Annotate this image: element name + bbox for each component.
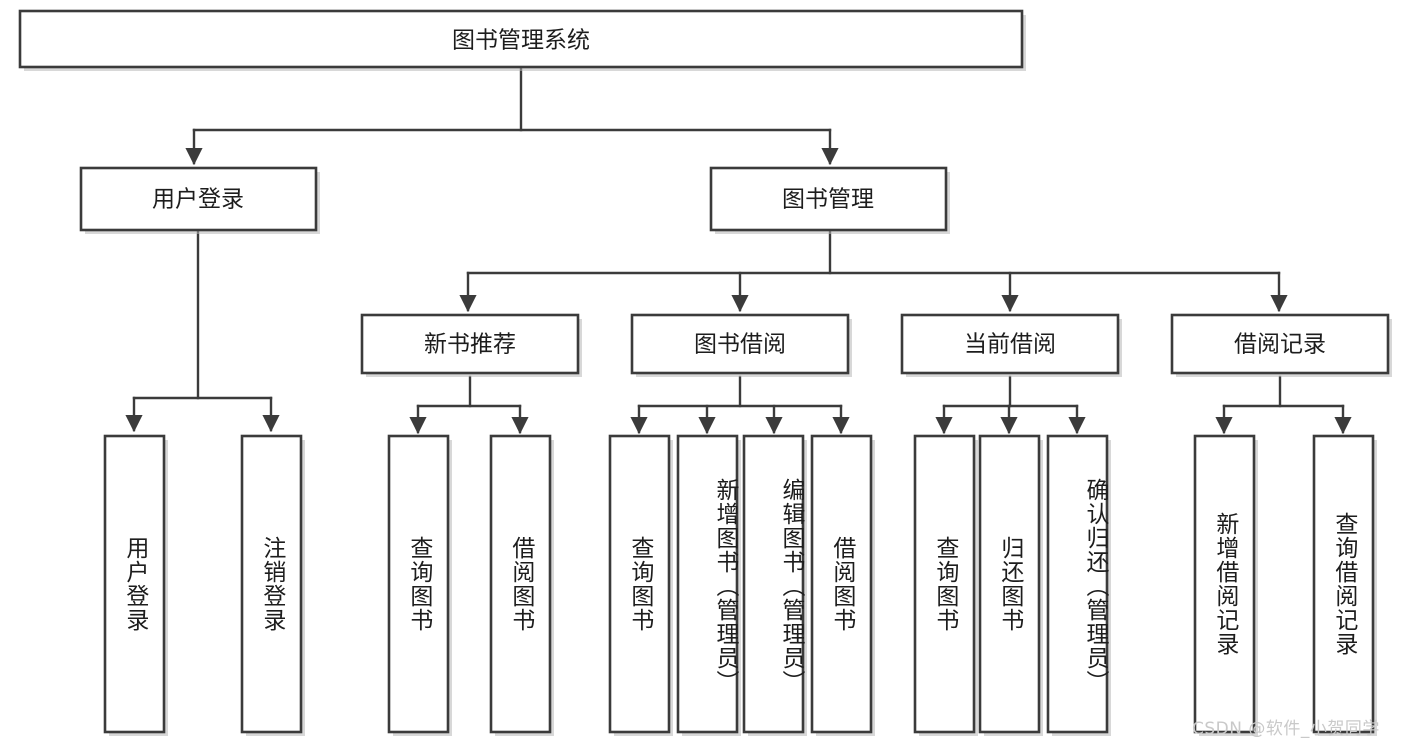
node-leaf-confirm-return[interactable]: [1046, 434, 1109, 734]
node-user-login-label: 用户登录: [152, 187, 244, 213]
node-root[interactable]: [18, 9, 1024, 69]
nodes-layer: 图书管理系统 用户登录 图书管理 新书推荐 图书借阅 当前借阅 借阅记录: [18, 9, 1392, 736]
csdn-watermark: CSDN @软件_小贺同学: [1192, 719, 1380, 739]
node-leaf-return-book[interactable]: [978, 434, 1041, 734]
node-current-borrow-label: 当前借阅: [964, 332, 1056, 358]
node-leaf-add-record[interactable]: [1193, 434, 1256, 734]
edges-layer: [125, 65, 1352, 435]
node-leaf-borrow-book-2[interactable]: [810, 434, 873, 734]
node-book-borrow[interactable]: [630, 313, 850, 375]
node-leaf-add-book[interactable]: [676, 434, 739, 734]
node-leaf-query-book-3[interactable]: [913, 434, 976, 734]
node-leaf-logout[interactable]: [240, 434, 303, 734]
node-current-borrow[interactable]: [900, 313, 1120, 375]
node-leaf-query-record[interactable]: [1312, 434, 1375, 734]
node-new-book-recommend[interactable]: [360, 313, 580, 375]
node-book-management[interactable]: [709, 166, 948, 232]
node-leaf-borrow-book-1[interactable]: [489, 434, 552, 734]
node-root-label: 图书管理系统: [452, 28, 590, 54]
node-leaf-query-book-1[interactable]: [387, 434, 450, 734]
node-book-management-label: 图书管理: [782, 187, 874, 213]
node-new-book-label: 新书推荐: [424, 332, 516, 358]
node-leaf-user-login[interactable]: [103, 434, 166, 734]
node-borrow-record[interactable]: [1170, 313, 1390, 375]
node-borrow-record-label: 借阅记录: [1234, 332, 1326, 358]
node-user-login[interactable]: [79, 166, 318, 232]
node-book-borrow-label: 图书借阅: [694, 332, 786, 358]
node-leaf-edit-book[interactable]: [742, 434, 805, 734]
node-leaf-query-book-2[interactable]: [608, 434, 671, 734]
